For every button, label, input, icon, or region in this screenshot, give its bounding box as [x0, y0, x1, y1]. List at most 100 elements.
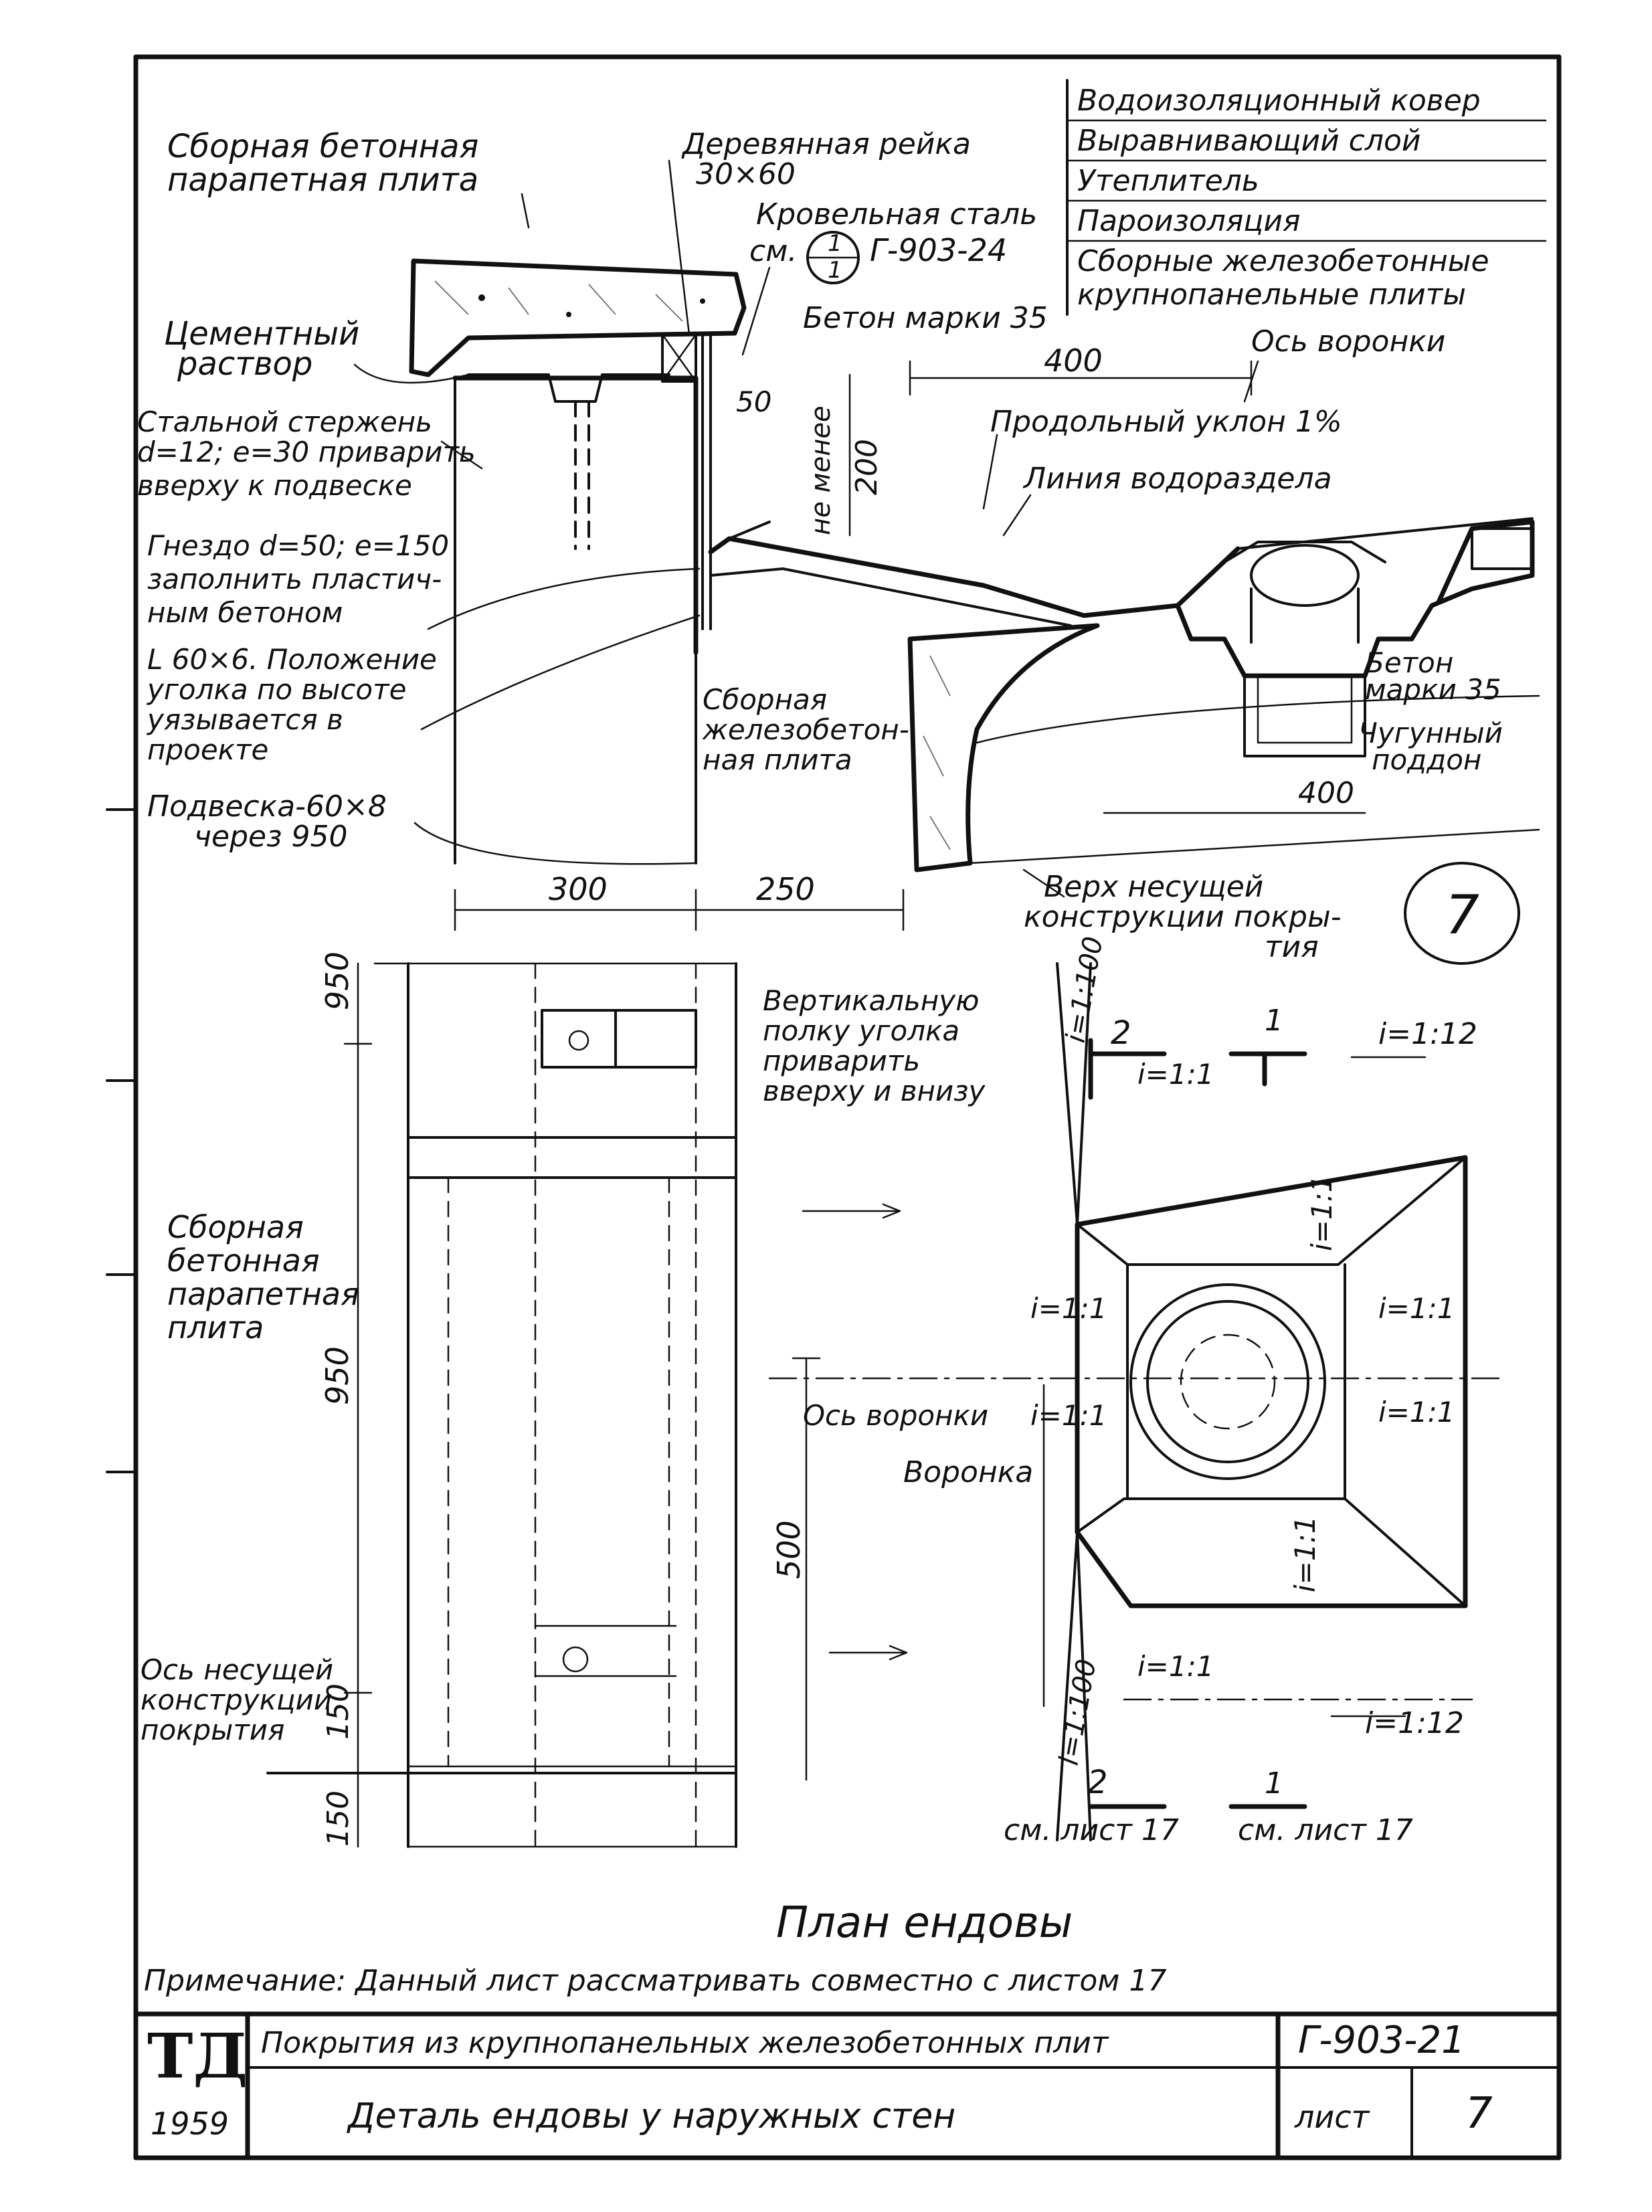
- funnel-axis-label: Ось воронки: [1251, 325, 1445, 359]
- slope-1-12-bottom: i=1:12: [1365, 1706, 1464, 1740]
- plan-title: План ендовы: [776, 1898, 1073, 1948]
- parapet-plan-3: парапетная: [167, 1276, 359, 1312]
- socket-3: ным бетоном: [147, 596, 343, 629]
- title-block: ТД 1959 Покрытия из крупнопанельных желе…: [133, 2011, 1562, 2160]
- dim-50: 50: [736, 385, 771, 418]
- slope-1-1-c: i=1:1: [1030, 1292, 1107, 1325]
- dim-300: 300: [549, 871, 608, 907]
- slope-1-1-h: i=1:1: [1137, 1650, 1214, 1683]
- plan-view: 950 950 150 150 500: [141, 934, 1507, 1948]
- top-structure-3: тия: [1265, 930, 1319, 964]
- cement-label-2: раствор: [177, 345, 312, 383]
- dim-250: 250: [756, 871, 815, 907]
- marker-2-top: 2: [1111, 1014, 1131, 1052]
- angle-4: проекте: [147, 733, 268, 766]
- cast-iron-2: поддон: [1372, 743, 1481, 776]
- axis-structure-3: покрытия: [141, 1714, 284, 1746]
- parapet-hatch: [434, 280, 705, 322]
- layer-table: Водоизоляционный ковер Выравнивающий сло…: [1066, 79, 1547, 316]
- section-view: 300 250 400 400 не менее 200 50 1 1 7: [137, 127, 1540, 965]
- see-sheet-a: см. лист 17: [1004, 1813, 1179, 1847]
- slope-1-12-top: i=1:12: [1378, 1017, 1477, 1051]
- year: 1959: [151, 2106, 229, 2142]
- socket-2: заполнить пластич-: [147, 563, 442, 595]
- callout-top: 1: [828, 230, 842, 257]
- concrete-grade-2a: Бетон: [1365, 646, 1453, 679]
- slope-long-label: Продольный уклон 1%: [990, 405, 1342, 439]
- angle-1: L 60×6. Положение: [147, 643, 437, 676]
- rc-plate-1: Сборная: [703, 683, 827, 716]
- concrete-grade-2b: марки 35: [1365, 673, 1501, 706]
- note-text: Примечание: Данный лист рассматривать со…: [144, 1964, 1166, 1998]
- dim-150a: 150: [321, 1683, 355, 1740]
- slope-1-1-d: i=1:1: [1378, 1292, 1455, 1325]
- rc-plate-3: ная плита: [703, 743, 852, 776]
- socket-1: Гнездо d=50; e=150: [147, 529, 449, 562]
- rail-label-2: 30×60: [696, 157, 796, 191]
- axis-structure-1: Ось несущей: [141, 1653, 333, 1686]
- see-sheet-b: см. лист 17: [1238, 1813, 1413, 1847]
- angle-2: уголка по высоте: [146, 673, 406, 706]
- layer-vapor-barrier: Пароизоляция: [1077, 204, 1300, 238]
- parapet-plan-4: плита: [167, 1309, 264, 1346]
- sheet-frame: [106, 54, 1562, 2160]
- axis-structure-2: конструкции: [141, 1683, 332, 1716]
- watershed-label: Линия водораздела: [1022, 462, 1332, 496]
- steel-rod-1: Стальной стержень: [137, 405, 432, 438]
- hanger-1: Подвеска-60×8: [147, 790, 387, 824]
- slope-1-1-e: i=1:1: [1030, 1399, 1107, 1432]
- dim-150b: 150: [321, 1790, 355, 1847]
- parapet-plan-1: Сборная: [167, 1209, 304, 1245]
- dim-500: 500: [771, 1520, 807, 1579]
- layer-rc-panels-2: крупнопанельные плиты: [1077, 278, 1466, 312]
- parapet-label-2: парапетная плита: [167, 161, 478, 199]
- td-logo: ТД: [147, 2020, 248, 2092]
- layer-waterproofing: Водоизоляционный ковер: [1077, 84, 1481, 118]
- slope-1-1-b: i=1:1: [1305, 1175, 1338, 1251]
- cast-iron-1: Чугунный: [1358, 717, 1503, 749]
- rail-label-1: Деревянная рейка: [681, 127, 971, 161]
- parapet-label-1: Сборная бетонная: [167, 128, 478, 165]
- sheet-label: лист: [1294, 2099, 1370, 2135]
- dim-950a: 950: [319, 951, 355, 1010]
- roof-steel-ref: Г-903-24: [870, 232, 1007, 268]
- callout-bottom: 1: [828, 257, 842, 284]
- rc-plate-2: железобетон-: [702, 713, 909, 746]
- funnel-label: Воронка: [903, 1455, 1033, 1489]
- roof-steel-label: Кровельная сталь: [756, 197, 1037, 232]
- drawing-code: Г-903-21: [1298, 2019, 1465, 2062]
- angle-3: уязывается в: [146, 703, 343, 736]
- dim-950b: 950: [319, 1346, 355, 1405]
- dim-400-bottom: 400: [1298, 776, 1354, 810]
- not-less-label: не менее: [806, 405, 836, 535]
- funnel-axis-plan: Ось воронки: [803, 1399, 988, 1432]
- cement-label-1: Цементный: [164, 315, 359, 353]
- slope-1-1-f: i=1:1: [1378, 1396, 1455, 1428]
- marker-1-bottom: 1: [1265, 1766, 1283, 1801]
- vertical-flange-4: вверху и внизу: [763, 1075, 986, 1107]
- roof-steel-see: см.: [749, 234, 797, 268]
- vertical-flange-2: полку уголка: [763, 1014, 959, 1047]
- dim-200: 200: [850, 439, 884, 495]
- steel-rod-3: вверху к подвеске: [137, 469, 412, 502]
- vertical-flange-3: приварить: [763, 1044, 920, 1077]
- sheet-title: Деталь ендовы у наружных стен: [347, 2096, 955, 2136]
- sheet-number: 7: [1465, 2089, 1493, 2138]
- hanger-2: через 950: [194, 820, 347, 854]
- slope-1-1-a: i=1:1: [1137, 1058, 1214, 1091]
- slope-1-100-bottom: i=1:100: [1054, 1657, 1103, 1767]
- top-structure-1: Верх несущей: [1044, 870, 1263, 904]
- parapet-plan-2: бетонная: [167, 1242, 320, 1279]
- concrete-grade-label: Бетон марки 35: [803, 301, 1048, 335]
- sheet-number-circle: [1404, 862, 1520, 965]
- marker-1-top: 1: [1265, 1004, 1283, 1038]
- top-structure-2: конструкции покры-: [1024, 900, 1342, 934]
- marker-2-bottom: 2: [1087, 1764, 1108, 1801]
- layer-rc-panels-1: Сборные железобетонные: [1077, 244, 1489, 278]
- layer-insulation: Утеплитель: [1077, 164, 1259, 198]
- sheet-number-circle-text: 7: [1445, 884, 1479, 946]
- vertical-flange-1: Вертикальную: [763, 984, 979, 1017]
- slope-1-100-top: i=1:100: [1061, 934, 1109, 1044]
